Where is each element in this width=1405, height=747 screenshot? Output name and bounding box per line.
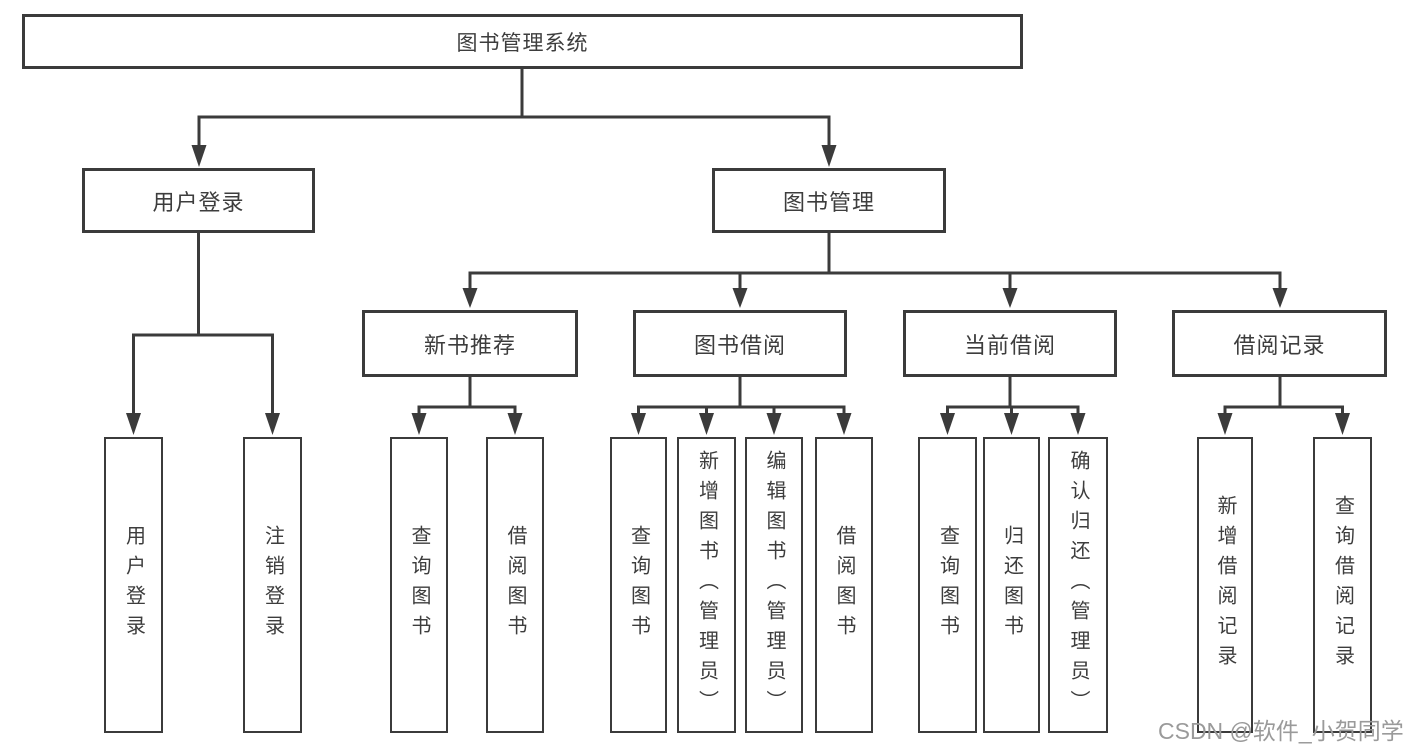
leaf-query-book-borrow-label: 查询图书: [627, 525, 650, 645]
node-user-login: 用户登录: [82, 168, 315, 233]
leaf-borrow-book: 借阅图书: [815, 437, 873, 733]
leaf-user-login-label: 用户登录: [122, 525, 145, 645]
leaf-add-borrow-record: 新增借阅记录: [1197, 437, 1253, 733]
leaf-logout: 注销登录: [243, 437, 302, 733]
node-book-borrow: 图书借阅: [633, 310, 847, 377]
leaf-query-book-current-label: 查询图书: [936, 525, 959, 645]
node-root: 图书管理系统: [22, 14, 1023, 69]
leaf-query-book-current: 查询图书: [918, 437, 977, 733]
node-current-borrow: 当前借阅: [903, 310, 1117, 377]
node-current-borrow-label: 当前借阅: [963, 332, 1056, 358]
node-book-management: 图书管理: [712, 168, 946, 233]
node-book-management-label: 图书管理: [782, 189, 875, 215]
leaf-query-book-borrow: 查询图书: [610, 437, 667, 733]
leaf-confirm-return-admin-label: 确认归还（管理员）: [1067, 450, 1089, 720]
leaf-edit-book-admin: 编辑图书（管理员）: [745, 437, 803, 733]
leaf-query-book-recommend-label: 查询图书: [408, 525, 430, 645]
leaf-confirm-return-admin: 确认归还（管理员）: [1048, 437, 1108, 733]
node-new-book-recommend-label: 新书推荐: [423, 332, 516, 358]
leaf-edit-book-admin-label: 编辑图书（管理员）: [763, 450, 785, 720]
leaf-borrow-book-recommend-label: 借阅图书: [504, 525, 526, 645]
node-root-label: 图书管理系统: [456, 31, 589, 55]
watermark: CSDN @软件_小贺同学: [1158, 718, 1404, 744]
leaf-query-borrow-record: 查询借阅记录: [1313, 437, 1372, 733]
leaf-query-borrow-record-label: 查询借阅记录: [1331, 495, 1354, 675]
leaf-return-book: 归还图书: [983, 437, 1040, 733]
node-borrow-records: 借阅记录: [1172, 310, 1387, 377]
node-borrow-records-label: 借阅记录: [1233, 332, 1326, 358]
leaf-add-book-admin: 新增图书（管理员）: [677, 437, 736, 733]
leaf-add-borrow-record-label: 新增借阅记录: [1214, 495, 1236, 675]
leaf-user-login: 用户登录: [104, 437, 163, 733]
node-user-login-label: 用户登录: [152, 189, 245, 215]
node-new-book-recommend: 新书推荐: [362, 310, 578, 377]
leaf-logout-label: 注销登录: [261, 525, 284, 645]
leaf-return-book-label: 归还图书: [1000, 525, 1023, 645]
leaf-borrow-book-recommend: 借阅图书: [486, 437, 544, 733]
leaf-borrow-book-label: 借阅图书: [833, 525, 855, 645]
node-book-borrow-label: 图书借阅: [693, 332, 786, 358]
leaf-query-book-recommend: 查询图书: [390, 437, 448, 733]
leaf-add-book-admin-label: 新增图书（管理员）: [695, 450, 718, 720]
